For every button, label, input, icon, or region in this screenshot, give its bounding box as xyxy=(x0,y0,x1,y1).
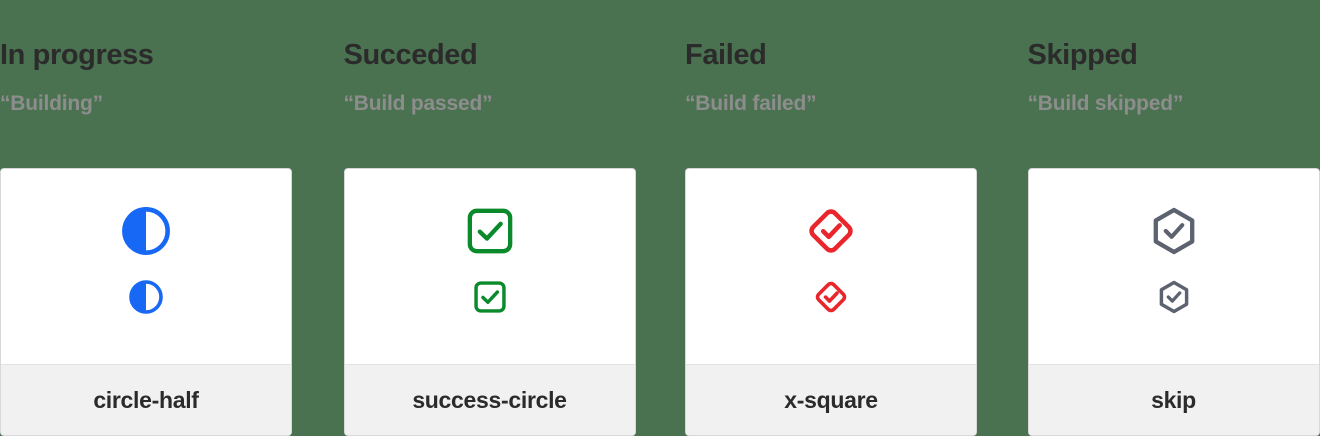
x-square-icon xyxy=(805,205,857,257)
card-label: success-circle xyxy=(412,386,567,413)
icon-card-x-square[interactable]: x-square xyxy=(685,168,977,436)
column-title: In progress xyxy=(0,39,154,71)
status-column-in-progress: In progress “Building” xyxy=(0,0,342,436)
card-label: skip xyxy=(1151,386,1196,413)
circle-half-icon xyxy=(120,205,172,257)
column-title: Succeded xyxy=(343,39,478,71)
card-footer: skip xyxy=(1028,364,1319,435)
column-subtitle: “Build passed” xyxy=(343,92,493,115)
skip-icon-small xyxy=(1156,279,1192,315)
column-subtitle: “Build failed” xyxy=(685,92,817,115)
card-icon-preview-area xyxy=(1028,169,1319,364)
card-label: x-square xyxy=(784,386,878,413)
skip-icon xyxy=(1148,205,1200,257)
card-icon-preview-area xyxy=(1,169,291,364)
status-column-failed: Failed “Build failed” xyxy=(683,0,1025,436)
status-column-skipped: Skipped “Build skipped” xyxy=(1025,0,1320,436)
card-label: circle-half xyxy=(93,386,199,413)
icon-card-success-circle[interactable]: success-circle xyxy=(343,168,636,436)
icon-card-circle-half[interactable]: circle-half xyxy=(0,168,292,436)
status-column-succeded: Succeded “Build passed” xyxy=(342,0,684,436)
card-icon-preview-area xyxy=(686,169,976,364)
column-subtitle: “Build skipped” xyxy=(1027,92,1184,115)
card-icon-preview-area xyxy=(344,169,635,364)
column-subtitle: “Building” xyxy=(0,92,103,115)
card-footer: success-circle xyxy=(344,364,635,435)
success-circle-icon-small xyxy=(472,279,508,315)
card-footer: circle-half xyxy=(1,364,291,435)
circle-half-icon-small xyxy=(128,279,164,315)
card-footer: x-square xyxy=(686,364,976,435)
column-title: Failed xyxy=(685,39,767,71)
x-square-icon-small xyxy=(813,279,849,315)
column-title: Skipped xyxy=(1027,39,1138,71)
success-circle-icon xyxy=(464,205,516,257)
icon-card-skip[interactable]: skip xyxy=(1027,168,1320,436)
